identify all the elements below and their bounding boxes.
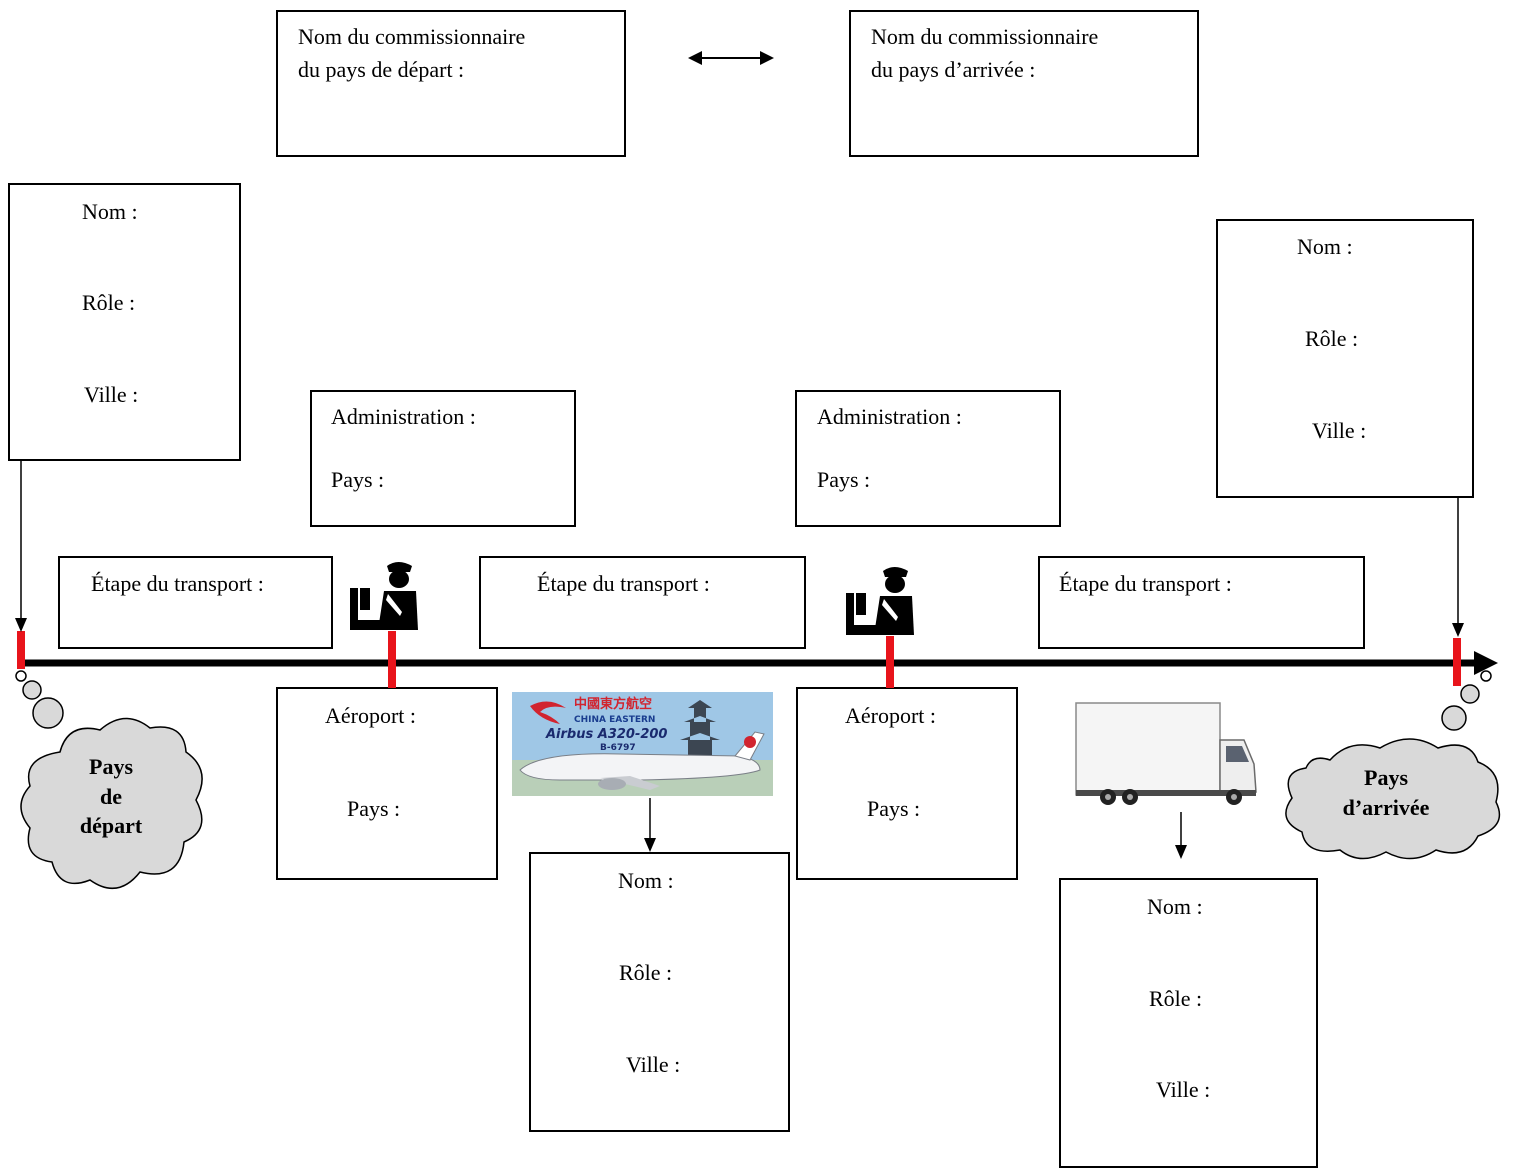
arrival-cloud-label: Pays d’arrivée <box>1324 763 1448 822</box>
departure-forwarder-label-2: du pays de départ : <box>298 57 465 82</box>
departure-cloud-line-1: Pays <box>89 754 133 779</box>
customs-arrival-pays: Pays : <box>817 467 871 492</box>
sender-role-label: Rôle : <box>82 290 136 315</box>
airplane-image: 中國東方航空 CHINA EASTERN Airbus A320-200 B-6… <box>512 692 773 796</box>
sender-ville-label: Ville : <box>84 382 139 407</box>
sender-box <box>8 183 241 461</box>
double-arrow-icon <box>688 51 774 65</box>
receiver-nom-label: Nom : <box>1297 234 1353 259</box>
airport-departure-pays: Pays : <box>347 796 401 821</box>
departure-cloud <box>15 670 203 889</box>
customs-departure-administration: Administration : <box>331 404 476 429</box>
transport-stage-box-3 <box>1038 556 1365 649</box>
plane-brand-cn: 中國東方航空 <box>574 696 652 712</box>
customs-departure-pays: Pays : <box>331 467 385 492</box>
sender-nom-label: Nom : <box>82 199 138 224</box>
arrival-cloud <box>1285 670 1501 860</box>
customs-officer-icon <box>846 567 914 635</box>
transport-stage-box-2 <box>479 556 806 649</box>
plane-registration: B-6797 <box>600 743 636 753</box>
customs-departure-box <box>310 390 576 527</box>
arrival-forwarder-box <box>849 10 1199 157</box>
box-truck-image <box>1075 702 1257 805</box>
customs-arrival-box <box>795 390 1061 527</box>
receiver-box <box>1216 219 1474 498</box>
plane-to-carrier-arrow <box>644 798 656 852</box>
plane-brand-en: CHINA EASTERN <box>574 715 655 725</box>
timeline-arrow <box>18 651 1498 675</box>
sender-to-timeline-arrow <box>15 461 27 632</box>
arrival-cloud-line-2: d’arrivée <box>1342 794 1430 820</box>
departure-cloud-label: Pays de départ <box>66 752 156 841</box>
milestone-departure <box>17 631 25 669</box>
plane-model: Airbus A320-200 <box>545 727 667 742</box>
road-carrier-ville: Ville : <box>1156 1077 1211 1102</box>
milestone-customs-departure <box>388 631 396 688</box>
customs-officer-icon <box>350 562 418 630</box>
departure-forwarder-label-1: Nom du commissionnaire <box>298 24 526 49</box>
receiver-to-timeline-arrow <box>1452 498 1464 637</box>
arrival-forwarder-label-1: Nom du commissionnaire <box>871 24 1099 49</box>
departure-forwarder-box <box>276 10 626 157</box>
road-carrier-nom: Nom : <box>1147 894 1203 919</box>
air-carrier-ville: Ville : <box>626 1052 681 1077</box>
airport-arrival-aeroport: Aéroport : <box>845 703 937 728</box>
arrival-cloud-line-1: Pays <box>1364 765 1408 790</box>
airport-arrival-pays: Pays : <box>867 796 921 821</box>
airport-departure-aeroport: Aéroport : <box>325 703 417 728</box>
arrival-forwarder-label-2: du pays d’arrivée : <box>871 57 1036 82</box>
milestone-arrival <box>1453 638 1461 686</box>
receiver-role-label: Rôle : <box>1305 326 1359 351</box>
transport-stage-label-3: Étape du transport : <box>1059 571 1232 596</box>
air-carrier-nom: Nom : <box>618 868 674 893</box>
airport-arrival-box <box>796 687 1018 880</box>
air-carrier-role: Rôle : <box>619 960 673 985</box>
road-carrier-box <box>1059 878 1318 1168</box>
airport-departure-box <box>276 687 498 880</box>
receiver-ville-label: Ville : <box>1312 418 1367 443</box>
air-carrier-box <box>529 852 790 1132</box>
truck-to-carrier-arrow <box>1175 812 1187 859</box>
road-carrier-role: Rôle : <box>1149 986 1203 1011</box>
milestone-customs-arrival <box>886 636 894 688</box>
transport-stage-label-2: Étape du transport : <box>537 571 710 596</box>
departure-cloud-line-3: départ <box>79 813 143 839</box>
transport-stage-box-1 <box>58 556 333 649</box>
departure-cloud-line-2: de <box>100 783 122 809</box>
customs-arrival-administration: Administration : <box>817 404 962 429</box>
transport-stage-label-1: Étape du transport : <box>91 571 264 596</box>
